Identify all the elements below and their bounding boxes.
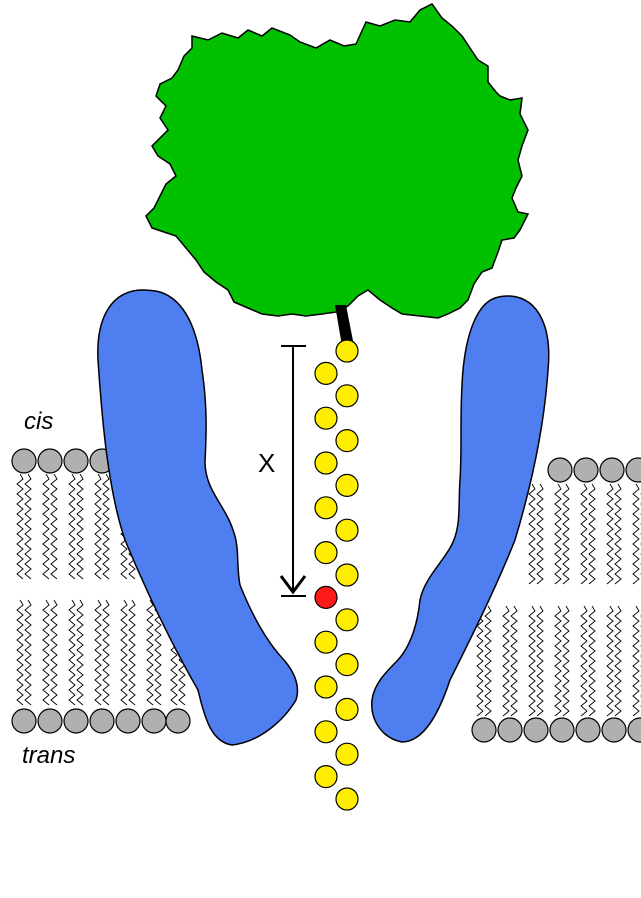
lipid-tail — [503, 606, 509, 716]
lipid-tail — [43, 600, 49, 705]
lipid-tail — [17, 474, 23, 579]
lipid-tail — [607, 484, 613, 584]
lipid-head — [498, 718, 522, 742]
lipid-head — [90, 709, 114, 733]
lipid-tail — [25, 600, 31, 705]
lipid-head — [548, 458, 572, 482]
lipid-head — [576, 718, 600, 742]
residue — [315, 452, 337, 474]
residue — [336, 654, 358, 676]
lipid-tail — [51, 600, 57, 705]
distance-marker — [281, 346, 306, 596]
lipid-tail — [77, 600, 83, 705]
right-trans-lipid-heads — [472, 718, 641, 742]
lipid-tail — [17, 600, 23, 705]
lipid-head — [38, 449, 62, 473]
lipid-tail — [147, 600, 153, 705]
lipid-tail — [529, 606, 535, 716]
residue — [336, 609, 358, 631]
lipid-tail — [563, 484, 569, 584]
lipid-tail — [589, 606, 595, 716]
residue — [336, 385, 358, 407]
lipid-head — [116, 709, 140, 733]
residue — [315, 676, 337, 698]
lipid-head — [472, 718, 496, 742]
pore-left-wall — [98, 290, 298, 745]
lipid-tail — [511, 606, 517, 716]
left-cis-lipid-heads — [12, 449, 114, 473]
lipid-head — [602, 718, 626, 742]
lipid-tail — [69, 474, 75, 579]
lipid-head — [64, 709, 88, 733]
residue — [336, 564, 358, 586]
lipid-tail — [581, 484, 587, 584]
residue — [336, 519, 358, 541]
lipid-tail — [563, 606, 569, 716]
residue — [336, 788, 358, 810]
lipid-head — [600, 458, 624, 482]
lipid-tail — [121, 600, 127, 705]
lipid-head — [524, 718, 548, 742]
residue — [315, 631, 337, 653]
residue — [336, 430, 358, 452]
folded-protein — [146, 4, 528, 318]
lipid-tail — [615, 484, 621, 584]
cis-label: cis — [24, 410, 53, 434]
residue — [336, 743, 358, 765]
lipid-head — [142, 709, 166, 733]
peptide-chain — [315, 340, 358, 810]
lipid-tail — [555, 484, 561, 584]
lipid-tail — [103, 600, 109, 705]
distance-label: X — [258, 450, 275, 476]
lipid-head — [166, 709, 190, 733]
residue — [315, 497, 337, 519]
lipid-tail — [607, 606, 613, 716]
lipid-tail — [537, 484, 543, 584]
residue — [336, 340, 358, 362]
lipid-head — [38, 709, 62, 733]
lipid-tail — [581, 606, 587, 716]
residue — [336, 698, 358, 720]
lipid-tail — [95, 474, 101, 579]
lipid-tail — [615, 606, 621, 716]
lipid-tail — [589, 484, 595, 584]
lipid-tail — [69, 600, 75, 705]
lipid-tail — [633, 606, 639, 716]
pore-right-wall — [372, 296, 549, 742]
lipid-tail — [633, 484, 639, 584]
lipid-head — [64, 449, 88, 473]
lipid-head — [628, 718, 641, 742]
residue — [336, 474, 358, 496]
trans-label: trans — [22, 744, 75, 768]
left-trans-lipid-heads — [12, 709, 190, 733]
marked-residue — [315, 586, 337, 608]
lipid-tail — [555, 606, 561, 716]
lipid-tail — [95, 600, 101, 705]
right-lower-lipid-tails — [477, 606, 641, 716]
lipid-tail — [77, 474, 83, 579]
right-upper-lipid-tails — [529, 484, 641, 584]
lipid-tail — [537, 606, 543, 716]
lipid-head — [550, 718, 574, 742]
residue — [315, 407, 337, 429]
lipid-head — [12, 449, 36, 473]
right-cis-lipid-heads — [548, 458, 641, 482]
lipid-head — [12, 709, 36, 733]
lipid-tail — [485, 606, 491, 716]
lipid-head — [574, 458, 598, 482]
residue — [315, 766, 337, 788]
lipid-tail — [25, 474, 31, 579]
lipid-tail — [103, 474, 109, 579]
lipid-tail — [51, 474, 57, 579]
lipid-tail — [129, 600, 135, 705]
lipid-tail — [529, 484, 535, 584]
residue — [315, 721, 337, 743]
residue — [315, 362, 337, 384]
residue — [315, 542, 337, 564]
lipid-head — [626, 458, 641, 482]
lipid-tail — [43, 474, 49, 579]
